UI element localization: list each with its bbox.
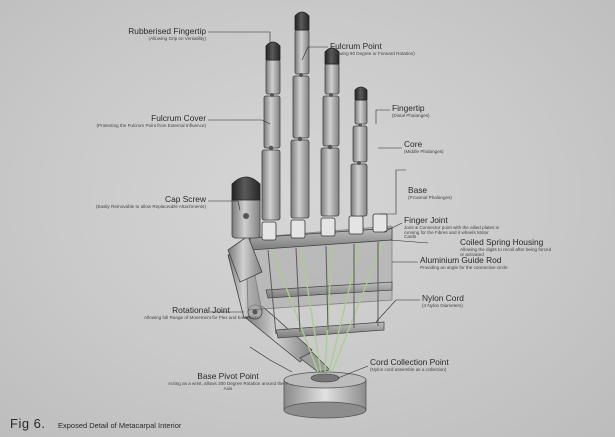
label-cord-collection-point: Cord Collection Point (Nylon cord assemb… xyxy=(370,358,449,373)
nylon-cords xyxy=(271,241,384,373)
label-title: Finger Joint xyxy=(404,215,448,225)
figure-caption-text: Exposed Detail of Metacarpal Interior xyxy=(57,421,182,430)
label-title: Fingertip xyxy=(392,103,425,113)
label-sub: (Allowing Grip on Versatility) xyxy=(148,35,206,41)
label-nylon-cord: Nylon Cord (4 Nylon Diameters) xyxy=(422,294,464,309)
label-fingertip: Fingertip (Distal Phalanges) xyxy=(392,104,430,119)
figure-caption: Fig 6. Exposed Detail of Metacarpal Inte… xyxy=(10,415,181,433)
label-fulcrum-cover: Fulcrum Cover (Protecting the Fulcrum Po… xyxy=(86,114,206,129)
label-title: Fulcrum Cover xyxy=(151,113,206,123)
label-sub: Allowing full Range of Movement for Flex… xyxy=(144,314,258,320)
label-title: Base xyxy=(408,185,428,195)
label-title: Nylon Cord xyxy=(422,293,464,303)
label-title: Fulcrum Point xyxy=(330,41,382,51)
label-rotational-joint: Rotational Joint Allowing full Range of … xyxy=(144,306,258,321)
leader-lines xyxy=(208,31,429,379)
label-base: Base (Proximal Phalanges) xyxy=(408,186,452,201)
coiled-springs xyxy=(261,213,388,241)
label-sub: (Nylon cord assemble as a collection) xyxy=(370,366,447,372)
label-sub: (Easily Removable to allow Replaceable A… xyxy=(95,203,206,209)
label-sub: (Allowing 90 Degree or Forward Rotation) xyxy=(330,50,415,56)
label-sub: Allowing the digits to recoil after bein… xyxy=(460,246,552,257)
label-title: Base Pivot Point xyxy=(197,371,259,381)
label-title: Cap Screw xyxy=(165,194,206,204)
finger-little xyxy=(350,86,368,217)
label-title: Rotational Joint xyxy=(172,305,230,315)
label-title: Aluminium Guide Rod xyxy=(420,255,502,265)
label-sub: Acting as a wrist, allows 300 Degree Rot… xyxy=(168,380,288,391)
figure-label: Fig 6. xyxy=(10,416,46,431)
label-sub: (4 Nylon Diameters) xyxy=(422,302,463,308)
label-core: Core (Middle Phalanges) xyxy=(404,140,444,155)
label-title: Rubberised Fingertip xyxy=(128,26,206,36)
label-sub: Joint & Connector point with the allied … xyxy=(404,224,499,240)
label-sub: (Distal Phalanges) xyxy=(392,112,430,118)
finger-index xyxy=(261,41,281,221)
label-coiled-spring-housing: Coiled Spring Housing Allowing the digit… xyxy=(460,238,556,257)
label-title: Cord Collection Point xyxy=(370,357,449,367)
label-sub: (Proximal Phalanges) xyxy=(408,194,452,200)
label-aluminium-guide-rod: Aluminium Guide Rod Providing an angle f… xyxy=(420,256,508,271)
finger-middle xyxy=(290,11,310,219)
finger-ring xyxy=(320,47,340,217)
label-fulcrum-point: Fulcrum Point (Allowing 90 Degree or For… xyxy=(330,42,415,57)
label-sub: (Middle Phalanges) xyxy=(404,148,444,154)
label-cap-screw: Cap Screw (Easily Removable to allow Rep… xyxy=(76,195,206,210)
label-base-pivot-point: Base Pivot Point Acting as a wrist, allo… xyxy=(168,372,288,391)
label-rubberised-fingertip: Rubberised Fingertip (Allowing Grip on V… xyxy=(110,27,206,42)
label-finger-joint: Finger Joint Joint & Connector point wit… xyxy=(404,216,502,240)
label-sub: (Protecting the Fulcrum Point from Exter… xyxy=(96,122,206,128)
label-title: Core xyxy=(404,139,423,149)
label-sub: Providing an angle for the connective ci… xyxy=(420,264,508,270)
base-pivot-cylinder xyxy=(283,371,367,419)
guide-rods xyxy=(267,242,379,335)
label-title: Coiled Spring Housing xyxy=(460,237,544,247)
